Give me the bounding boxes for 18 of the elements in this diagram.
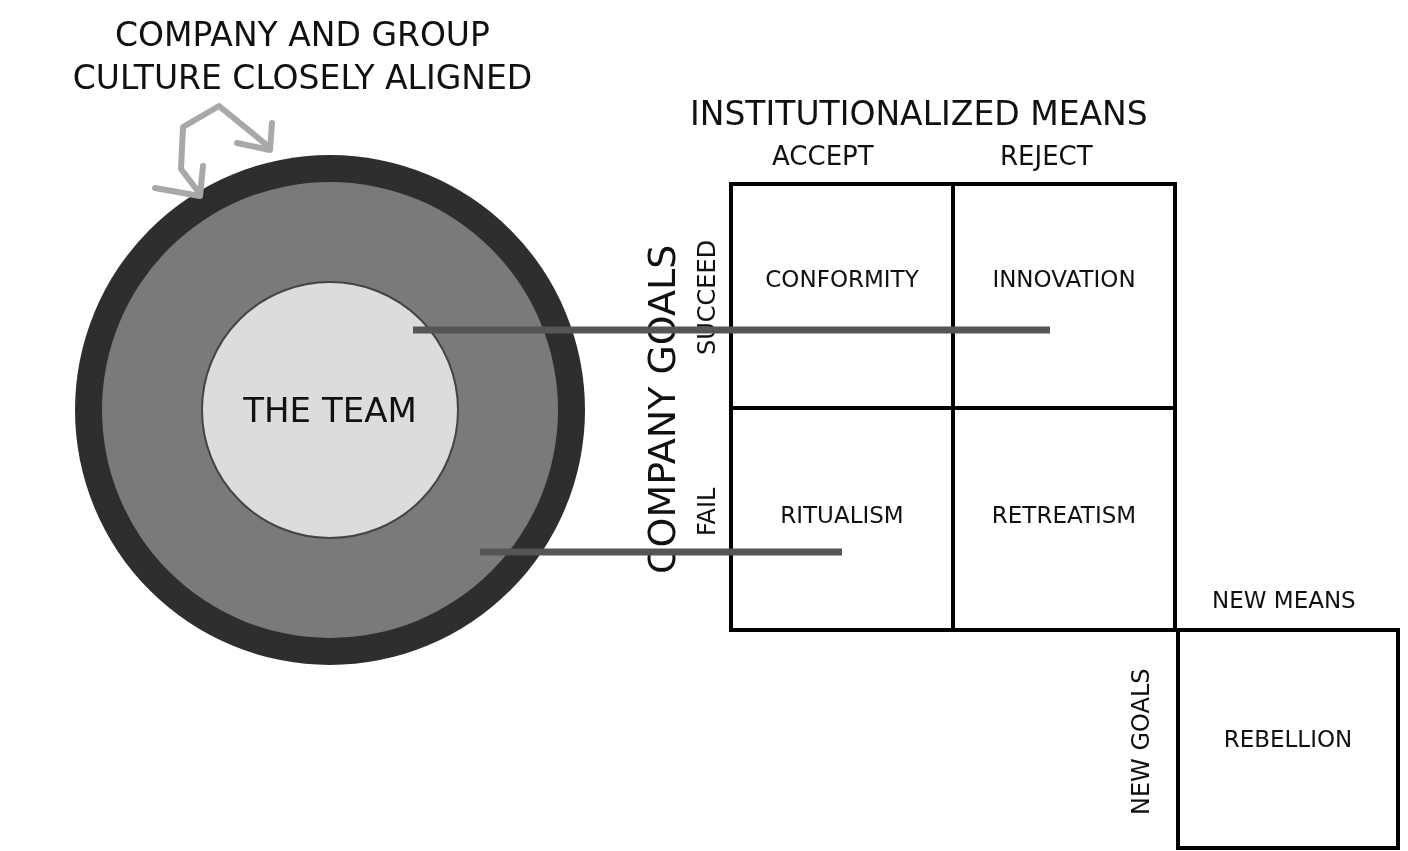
quadrant-label: CONFORMITY — [765, 265, 919, 292]
row-header: SUCCEED — [694, 238, 721, 357]
column-header: REJECT — [1000, 142, 1093, 171]
annotation-text: COMPANY AND GROUP CULTURE CLOSELY ALIGNED — [71, 14, 534, 99]
quadrant-cell — [1176, 628, 1400, 850]
column-header: NEW MEANS — [1212, 588, 1356, 614]
quadrant-label: RITUALISM — [780, 502, 904, 528]
leader-line — [480, 548, 842, 556]
column-header: ACCEPT — [772, 142, 874, 171]
axis-title: INSTITUTIONALIZED MEANS — [690, 96, 1148, 133]
leader-line — [413, 326, 1050, 334]
row-header: FAIL — [694, 486, 721, 539]
row-header: NEW GOALS — [1128, 667, 1155, 818]
quadrant-label: REBELLION — [1223, 726, 1353, 752]
circle-label: THE TEAM — [243, 390, 417, 430]
axis-title: COMPANY GOALS — [642, 243, 684, 576]
quadrant-label: RETREATISM — [991, 502, 1137, 528]
quadrant-label: INNOVATION — [992, 265, 1136, 292]
